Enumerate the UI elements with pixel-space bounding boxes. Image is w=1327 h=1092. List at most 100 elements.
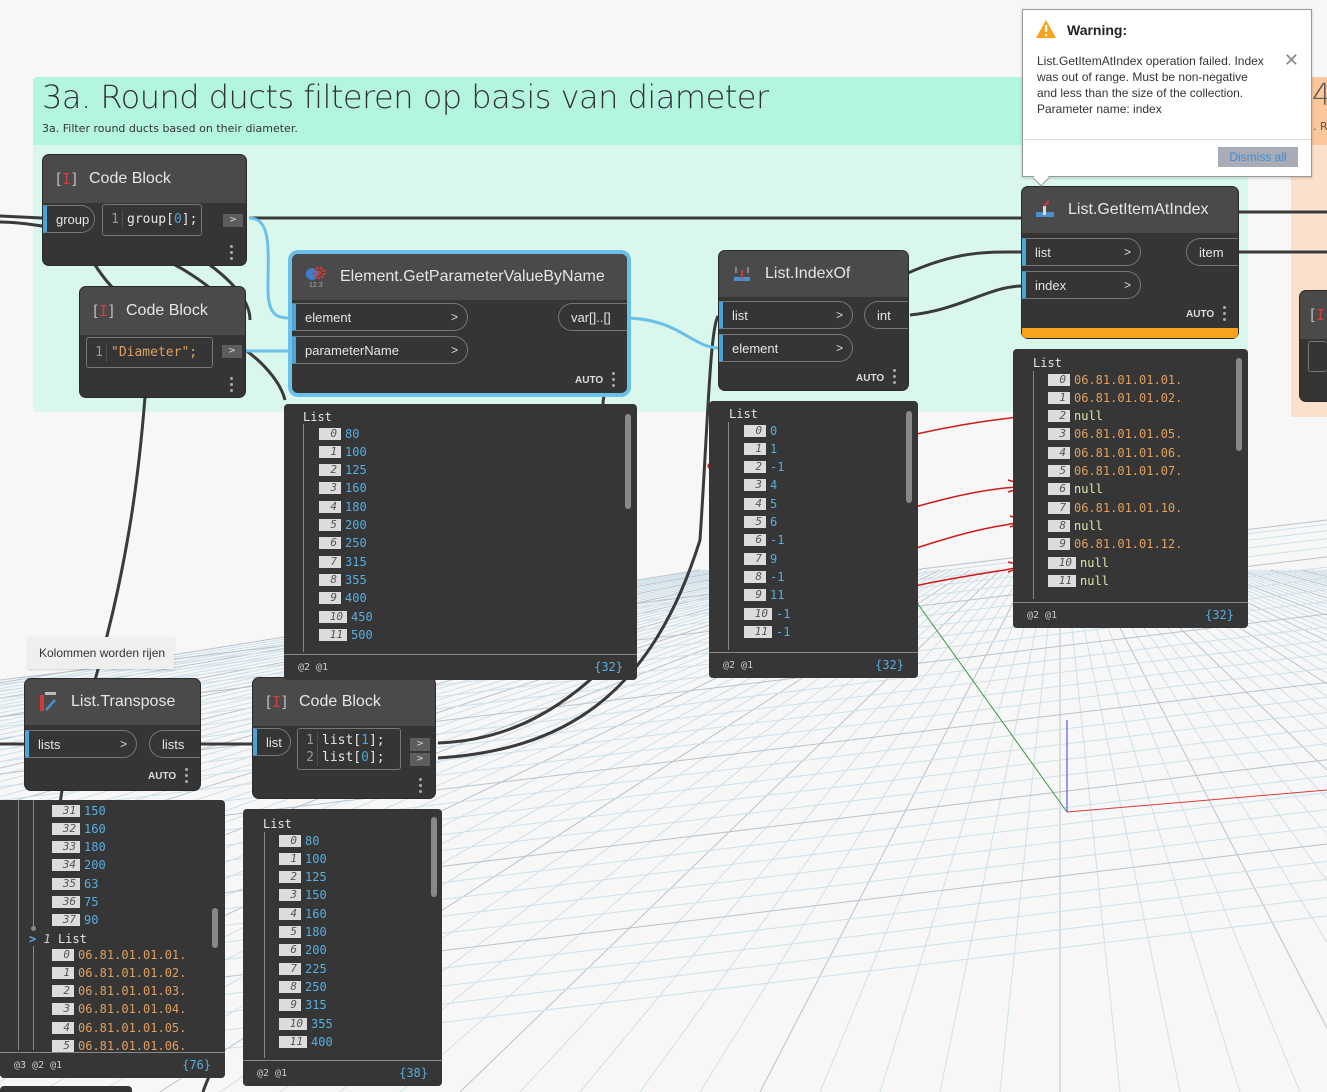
list-levels[interactable]: @3 @2 @1: [14, 1060, 63, 1071]
note-kolommen[interactable]: Kolommen worden rijen: [28, 637, 174, 669]
port-label: list: [1035, 244, 1051, 260]
output-port-1[interactable]: >: [410, 738, 430, 751]
lacing-label[interactable]: AUTO: [856, 373, 885, 384]
output-port[interactable]: >: [222, 345, 242, 358]
list-levels[interactable]: @2 @1: [298, 662, 329, 673]
node-header[interactable]: [I] Code Block: [253, 678, 435, 726]
code-number: 0: [173, 212, 182, 227]
preview-scrollbar[interactable]: [431, 817, 437, 897]
line-number: 2: [304, 749, 318, 766]
list-levels[interactable]: @2 @1: [1027, 610, 1058, 621]
input-port-element[interactable]: element>: [292, 303, 468, 331]
list-index-of-node[interactable]: List.IndexOf list> element> int AUTO: [719, 251, 908, 390]
output-port-lists[interactable]: lists: [149, 730, 200, 758]
lacing-label[interactable]: AUTO: [575, 375, 604, 386]
node-menu-icon[interactable]: [893, 369, 897, 387]
dismiss-all-button[interactable]: Dismiss all: [1218, 147, 1298, 167]
list-item-index: 0: [1048, 373, 1070, 386]
list-item-index: 3: [279, 889, 301, 902]
input-port-list[interactable]: list: [253, 728, 291, 756]
input-port-parameter-name[interactable]: parameterName>: [292, 336, 468, 364]
list-item-value: 80: [305, 833, 320, 848]
code-block-node-partial[interactable]: [I: [1300, 291, 1327, 401]
preview-footer: @2 @1{32}: [1013, 602, 1248, 628]
preview-scrollbar[interactable]: [625, 414, 631, 509]
list-item-index: 36: [52, 896, 80, 908]
node-menu-icon[interactable]: [419, 778, 423, 796]
preview-scrollbar[interactable]: [1236, 358, 1242, 451]
list-item-value: 06.81.01.01.12.: [1074, 537, 1183, 552]
list-item-index: 2: [744, 461, 766, 474]
lacing-label[interactable]: AUTO: [1186, 309, 1215, 320]
output-port-int[interactable]: int: [864, 301, 908, 329]
node-header[interactable]: 12.3 Element.GetParameterValueByName: [292, 254, 627, 300]
input-port-list[interactable]: list>: [719, 301, 853, 329]
list-transpose-node[interactable]: List.Transpose lists> lists AUTO: [25, 679, 200, 790]
preview-scrollbar[interactable]: [212, 908, 218, 948]
preview-scrollbar[interactable]: [906, 411, 912, 503]
list-item-index: 9: [279, 999, 301, 1012]
list-item-value: 06.81.01.01.02.: [78, 965, 187, 980]
sublist-header[interactable]: > 1 List: [29, 932, 87, 946]
code-editor[interactable]: [1308, 341, 1327, 372]
list-item-index: 0: [744, 424, 766, 437]
code-string: "Diameter";: [111, 345, 198, 360]
warning-triangle-icon: [1035, 19, 1057, 44]
node-menu-icon[interactable]: [185, 768, 189, 786]
list-item-index: 6: [319, 537, 341, 550]
node-header[interactable]: List.GetItemAtIndex: [1022, 187, 1238, 233]
group-4a-title: 4a: [1312, 78, 1327, 113]
node-menu-icon[interactable]: [612, 372, 616, 390]
node-partial-bottom[interactable]: [0, 1086, 132, 1092]
list-get-item-at-index-node[interactable]: List.GetItemAtIndex list> index> item AU…: [1022, 187, 1238, 338]
node-header[interactable]: [I] Code Block: [43, 155, 246, 203]
node-menu-icon[interactable]: [230, 245, 234, 263]
get-parameter-value-node[interactable]: 12.3 Element.GetParameterValueByName ele…: [292, 254, 627, 393]
list-levels[interactable]: @2 @1: [723, 660, 754, 671]
node-header[interactable]: [I] Code Block: [80, 287, 245, 335]
list-item-index: 7: [744, 552, 766, 565]
list-item-value: 180: [345, 499, 367, 514]
node-header[interactable]: List.Transpose: [25, 679, 200, 725]
list-item-index: 2: [52, 985, 74, 998]
output-port[interactable]: >: [223, 214, 243, 227]
list-item-index: 4: [744, 497, 766, 510]
input-port-element[interactable]: element>: [719, 334, 853, 362]
node-menu-icon[interactable]: [230, 377, 234, 395]
code-editor[interactable]: 1"Diameter";: [86, 337, 213, 368]
input-port-index[interactable]: index>: [1022, 271, 1141, 299]
list-levels[interactable]: @2 @1: [257, 1068, 288, 1079]
list-item-index: 0: [52, 948, 74, 961]
lacing-label[interactable]: AUTO: [148, 771, 177, 782]
warning-popup: Warning: List.GetItemAtIndex operation f…: [1022, 9, 1312, 187]
list-item-index: 32: [52, 822, 80, 835]
input-port-list[interactable]: list>: [1022, 238, 1141, 266]
code-block-node-diameter[interactable]: [I] Code Block 1"Diameter"; >: [80, 287, 245, 397]
warning-message: List.GetItemAtIndex operation failed. In…: [1037, 53, 1267, 117]
chevron-right-icon[interactable]: >: [29, 932, 37, 946]
node-header[interactable]: [I: [1300, 291, 1327, 339]
sublist-index: 1: [43, 932, 51, 946]
node-menu-icon[interactable]: [1223, 306, 1227, 324]
output-port-item[interactable]: item: [1186, 238, 1238, 266]
node-header[interactable]: List.IndexOf: [719, 251, 908, 297]
output-port-var[interactable]: var[]..[]: [558, 303, 627, 331]
input-port-lists[interactable]: lists>: [25, 730, 137, 758]
close-icon[interactable]: ✕: [1283, 50, 1299, 70]
input-port-group[interactable]: group: [43, 205, 95, 233]
output-port-2[interactable]: >: [410, 753, 430, 766]
